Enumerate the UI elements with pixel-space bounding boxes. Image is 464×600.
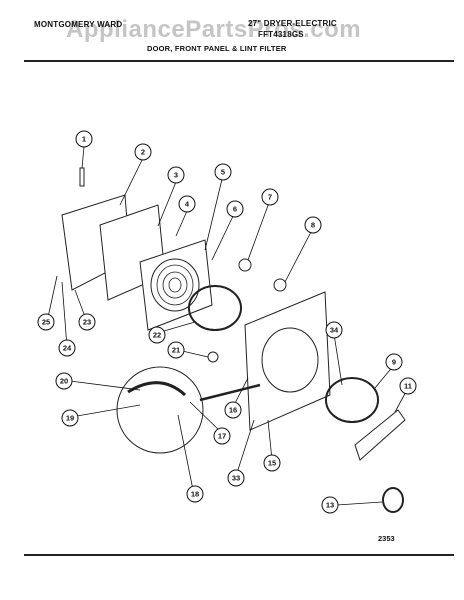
callout-18: 18: [186, 485, 204, 503]
callout-5: 5: [214, 163, 232, 181]
callout-2: 2: [134, 143, 152, 161]
callout-3: 3: [167, 166, 185, 184]
door-catch-part: [273, 278, 287, 292]
callout-22: 22: [148, 326, 166, 344]
callout-11: 11: [399, 377, 417, 395]
svg-text:2: 2: [141, 148, 145, 157]
model-description: 27" DRYER-ELECTRIC: [248, 19, 337, 28]
callout-15: 15: [263, 454, 281, 472]
svg-text:11: 11: [404, 382, 412, 391]
svg-text:22: 22: [153, 331, 161, 340]
watermark: AppliancePartsPros.com: [66, 16, 362, 43]
callout-21: 21: [167, 341, 185, 359]
svg-text:25: 25: [42, 318, 50, 327]
svg-text:16: 16: [229, 406, 237, 415]
svg-text:21: 21: [172, 346, 180, 355]
callout-1: 1: [75, 130, 93, 148]
callout-20: 20: [55, 372, 73, 390]
svg-text:5: 5: [221, 168, 225, 177]
detail-connector-line: [199, 383, 261, 402]
model-number: FFT4318GS: [258, 30, 304, 39]
detail-switch: [127, 381, 187, 397]
front-panel: [244, 291, 331, 431]
svg-text:6: 6: [233, 205, 237, 214]
svg-text:24: 24: [63, 344, 72, 353]
leader-lines: [46, 146, 409, 506]
duct-ring: [382, 487, 404, 513]
callout-7: 7: [261, 188, 279, 206]
svg-text:23: 23: [83, 318, 91, 327]
svg-text:4: 4: [185, 200, 190, 209]
callout-24: 24: [58, 339, 76, 357]
svg-text:9: 9: [392, 358, 396, 367]
svg-text:33: 33: [232, 474, 240, 483]
brand-name: MONTGOMERY WARD: [34, 20, 123, 29]
svg-text:20: 20: [60, 377, 68, 386]
callout-19: 19: [61, 409, 79, 427]
footer-rule: [24, 554, 454, 556]
door-switch-part: [238, 258, 252, 272]
svg-text:34: 34: [330, 326, 339, 335]
svg-text:13: 13: [326, 501, 334, 510]
callout-6: 6: [226, 200, 244, 218]
svg-text:3: 3: [174, 171, 178, 180]
callout-13: 13: [321, 496, 339, 514]
callout-25: 25: [37, 313, 55, 331]
callout-8: 8: [304, 216, 322, 234]
callout-16: 16: [224, 401, 242, 419]
callout-23: 23: [78, 313, 96, 331]
svg-text:18: 18: [191, 490, 199, 499]
callout-4: 4: [178, 195, 196, 213]
lint-filter-housing: [139, 239, 213, 331]
callout-33: 33: [227, 469, 245, 487]
door-strike-part: [207, 351, 219, 363]
door-hinge: [79, 167, 85, 187]
section-title: DOOR, FRONT PANEL & LINT FILTER: [147, 44, 287, 53]
svg-text:1: 1: [82, 135, 86, 144]
svg-text:8: 8: [311, 221, 315, 230]
front-panel-opening: [261, 327, 319, 393]
detail-view-circle: [116, 366, 204, 454]
filter-grille: [150, 258, 200, 312]
diagram-code: 2353: [378, 534, 395, 543]
header-rule: [24, 60, 454, 62]
callout-9: 9: [385, 353, 403, 371]
door-gasket: [188, 285, 242, 331]
lint-duct: [354, 409, 406, 461]
svg-text:19: 19: [66, 414, 74, 423]
callout-17: 17: [213, 427, 231, 445]
svg-text:15: 15: [268, 459, 276, 468]
drum-seal-ring: [325, 377, 379, 423]
callout-34: 34: [325, 321, 343, 339]
svg-text:7: 7: [268, 193, 272, 202]
svg-text:17: 17: [218, 432, 226, 441]
